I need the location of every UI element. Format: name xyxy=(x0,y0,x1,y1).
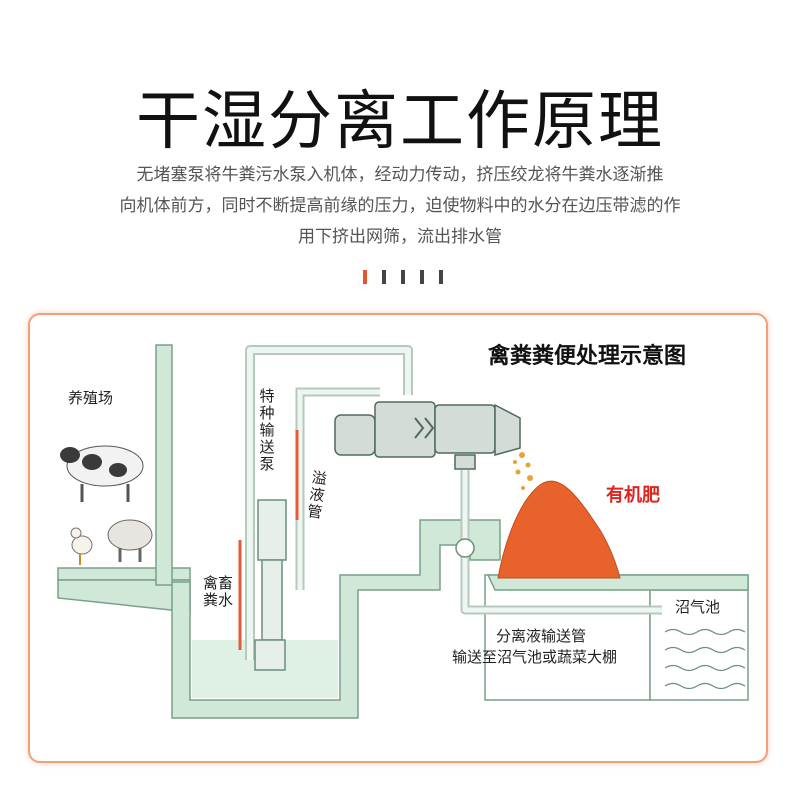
section-divider xyxy=(363,270,443,284)
divider-dot-active xyxy=(363,270,367,284)
divider-dot xyxy=(382,270,386,284)
pipe-label-line1: 分离液输送管 xyxy=(496,627,587,645)
waste-water-label: 禽畜粪水 xyxy=(202,574,233,609)
description: 无堵塞泵将牛粪污水泵入机体，经动力传动，挤压绞龙将牛粪水逐渐推 向机体前方，同时… xyxy=(95,160,705,253)
farm-label: 养殖场 xyxy=(68,389,114,407)
divider-dot xyxy=(401,270,405,284)
description-line: 无堵塞泵将牛粪污水泵入机体，经动力传动，挤压绞龙将牛粪水逐渐推 xyxy=(136,165,664,185)
pipe-label-line2: 输送至沼气池或蔬菜大棚 xyxy=(452,648,618,666)
separator-machine xyxy=(334,401,521,470)
fertilizer-pile xyxy=(497,480,621,579)
pig-icon xyxy=(107,519,153,562)
biogas-waves xyxy=(664,628,746,690)
description-line: 用下挤出网筛，流出排水管 xyxy=(298,227,502,247)
description-line: 向机体前方，同时不断提高前缘的压力，迫使物料中的水分在边压带滤的作 xyxy=(119,196,681,216)
fertilizer-label: 有机肥 xyxy=(606,485,660,506)
cow-icon xyxy=(60,445,144,502)
valve xyxy=(455,538,475,558)
chicken-icon xyxy=(70,527,93,565)
falling-particles xyxy=(513,452,533,490)
pump-body xyxy=(254,499,287,671)
ground-strip xyxy=(486,574,749,591)
diagram-title: 禽粪粪便处理示意图 xyxy=(488,344,687,369)
divider-dot xyxy=(420,270,424,284)
screw-auger-icon xyxy=(414,417,435,439)
pump-label: 特种输送泵 xyxy=(259,387,275,473)
page-title: 干湿分离工作原理 xyxy=(136,85,664,159)
biogas-label: 沼气池 xyxy=(675,598,721,616)
pump-pipe-inner xyxy=(247,347,411,660)
farm-wall xyxy=(155,344,173,586)
divider-dot xyxy=(439,270,443,284)
